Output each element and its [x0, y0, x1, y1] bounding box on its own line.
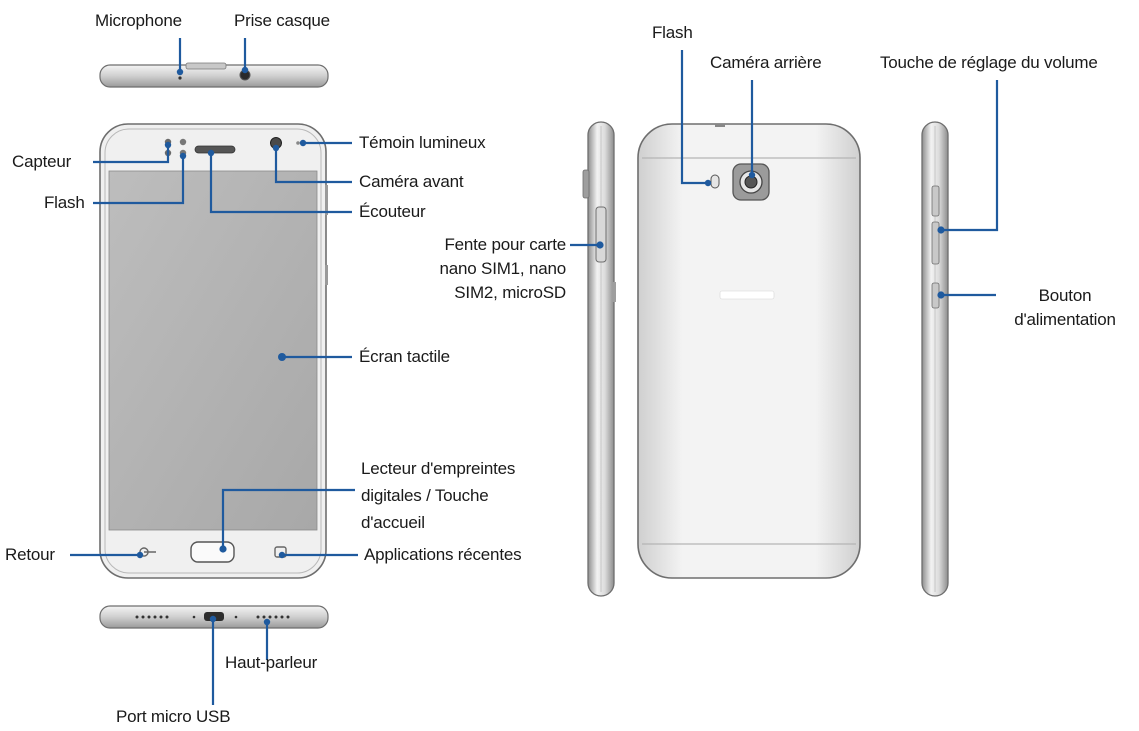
label-touch-screen: Écran tactile	[359, 347, 450, 366]
label-power-button-line-2: d'alimentation	[1014, 310, 1116, 329]
callout-dots	[136, 66, 945, 626]
label-notification-led: Témoin lumineux	[359, 133, 486, 152]
label-fingerprint-line-3: d'accueil	[361, 513, 425, 532]
label-recent-apps: Applications récentes	[364, 545, 522, 564]
back-view	[637, 123, 861, 579]
label-usb-port: Port micro USB	[116, 707, 231, 726]
label-front-camera: Caméra avant	[359, 172, 464, 191]
label-power-button-line-1: Bouton	[1038, 286, 1092, 305]
right-side-view	[921, 121, 949, 597]
label-flash-rear: Flash	[652, 23, 693, 42]
label-back-key: Retour	[5, 545, 55, 564]
label-earpiece: Écouteur	[359, 202, 426, 221]
label-sensor: Capteur	[12, 152, 72, 171]
front-view	[99, 123, 328, 579]
label-speaker: Haut-parleur	[225, 653, 318, 672]
label-card-slot-line-2: nano SIM1, nano	[439, 259, 567, 278]
label-fingerprint-line-2: digitales / Touche	[361, 486, 489, 505]
label-microphone: Microphone	[95, 11, 182, 30]
label-fingerprint-line-1: Lecteur d'empreintes	[361, 459, 516, 478]
label-volume-key: Touche de réglage du volume	[880, 53, 1098, 72]
label-card-slot-line-3: SIM2, microSD	[454, 283, 566, 302]
label-fingerprint: Lecteur d'empreintes digitales / Touche …	[361, 458, 515, 534]
label-card-slot-line-1: Fente pour carte	[444, 235, 566, 254]
label-rear-camera: Caméra arrière	[710, 53, 822, 72]
label-flash-front: Flash	[44, 193, 85, 212]
callout-lines	[70, 38, 999, 705]
label-power-button: Bouton d'alimentation	[1000, 285, 1130, 331]
label-card-slot: Fente pour carte nano SIM1, nano SIM2, m…	[410, 234, 567, 304]
left-side-view	[582, 121, 616, 597]
top-edge-view	[99, 62, 329, 88]
label-headset-jack: Prise casque	[234, 11, 330, 30]
